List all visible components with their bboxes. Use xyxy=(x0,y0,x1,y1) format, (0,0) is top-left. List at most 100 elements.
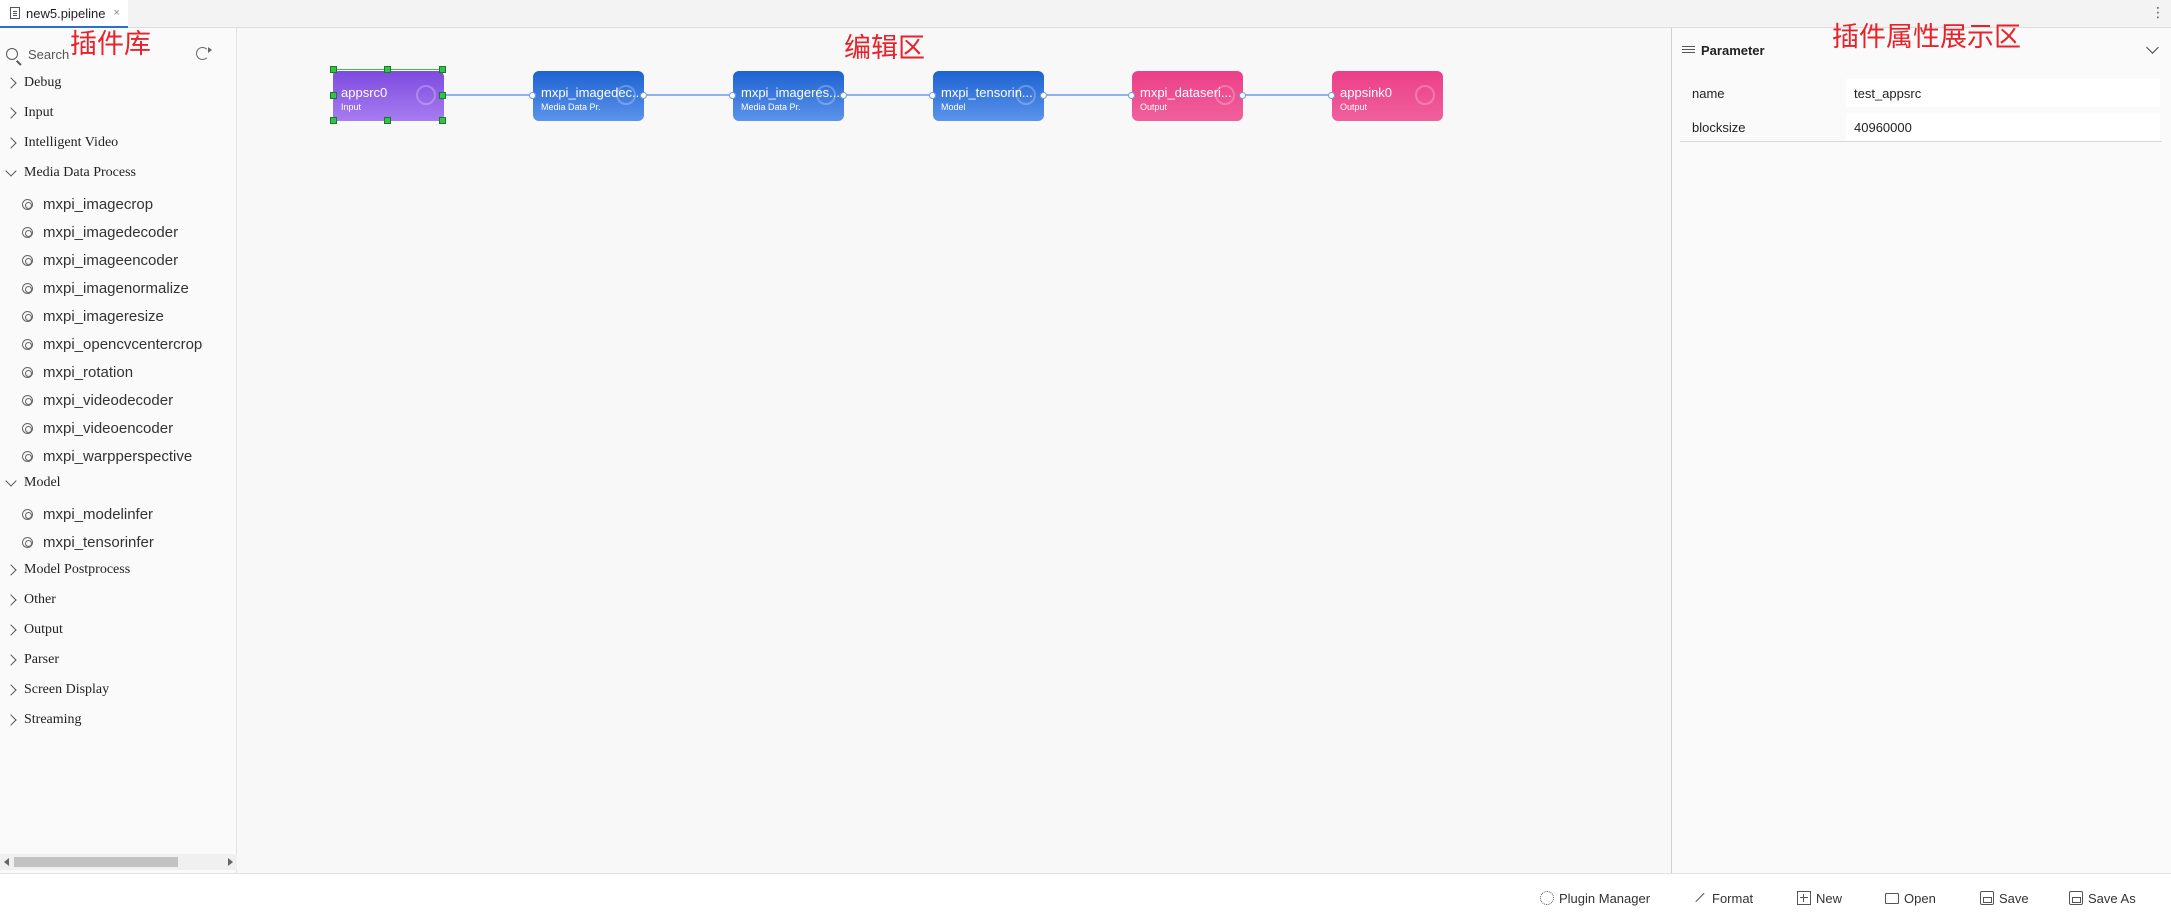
input-port[interactable] xyxy=(1128,92,1135,99)
pipeline-node[interactable]: appsrc0 Input xyxy=(333,71,444,121)
category-output[interactable]: Output xyxy=(0,617,63,643)
resize-handle[interactable] xyxy=(439,92,446,99)
pipeline-node[interactable]: mxpi_imageres... Media Data Pr... xyxy=(733,71,844,121)
output-port[interactable] xyxy=(640,92,647,99)
plugin-icon xyxy=(22,450,33,462)
resize-handle[interactable] xyxy=(439,117,446,124)
plugin-item[interactable]: mxpi_opencvcentercrop xyxy=(0,331,202,357)
plugin-item[interactable]: mxpi_imagenormalize xyxy=(0,275,189,301)
chevron-right-icon xyxy=(5,77,17,89)
search-box[interactable]: Search xyxy=(6,42,181,66)
plugin-icon xyxy=(22,536,33,548)
input-port[interactable] xyxy=(529,92,536,99)
node-type: Media Data Pr... xyxy=(541,102,601,112)
plugin-item[interactable]: mxpi_videoencoder xyxy=(0,415,173,441)
property-value-input[interactable]: test_appsrc xyxy=(1846,79,2160,107)
chevron-right-icon xyxy=(5,564,17,576)
open-button[interactable]: Open xyxy=(1885,888,1936,908)
category-parser[interactable]: Parser xyxy=(0,647,59,673)
format-button[interactable]: Format xyxy=(1693,888,1753,908)
plugin-item-label: mxpi_imagedecoder xyxy=(43,223,179,241)
chevron-down-icon xyxy=(5,165,17,177)
input-port[interactable] xyxy=(729,92,736,99)
parameter-header[interactable]: Parameter xyxy=(1682,38,1765,62)
resize-handle[interactable] xyxy=(330,92,337,99)
resize-handle[interactable] xyxy=(330,117,337,124)
chevron-right-icon xyxy=(5,714,17,726)
output-icon xyxy=(1215,85,1235,105)
category-debug[interactable]: Debug xyxy=(0,70,61,96)
category-other[interactable]: Other xyxy=(0,587,56,613)
property-row: name test_appsrc xyxy=(1680,77,2160,109)
plugin-item[interactable]: mxpi_videodecoder xyxy=(0,387,173,413)
camera-icon xyxy=(416,85,436,105)
resize-handle[interactable] xyxy=(384,117,391,124)
property-key: blocksize xyxy=(1692,119,1746,135)
resize-handle[interactable] xyxy=(439,66,446,73)
new-button[interactable]: New xyxy=(1797,888,1842,908)
plugin-manager-button[interactable]: Plugin Manager xyxy=(1540,888,1650,908)
plugin-item[interactable]: mxpi_tensorinfer xyxy=(0,529,154,555)
category-screen-display[interactable]: Screen Display xyxy=(0,677,109,703)
more-options-icon[interactable]: ⋮ xyxy=(2151,4,2165,20)
plugin-item[interactable]: mxpi_imagecrop xyxy=(0,191,153,217)
plugin-item[interactable]: mxpi_warpperspective xyxy=(0,443,192,469)
button-label: Format xyxy=(1712,890,1754,906)
category-intelligent-video[interactable]: Intelligent Video xyxy=(0,130,118,156)
plugin-item-label: mxpi_modelinfer xyxy=(43,505,154,523)
plugin-item[interactable]: mxpi_modelinfer xyxy=(0,501,153,527)
plugin-item[interactable]: mxpi_imageencoder xyxy=(0,247,178,273)
category-input[interactable]: Input xyxy=(0,100,54,126)
pipeline-node[interactable]: mxpi_dataseri... Output xyxy=(1132,71,1243,121)
category-label: Streaming xyxy=(24,712,82,727)
output-port[interactable] xyxy=(840,92,847,99)
chevron-right-icon xyxy=(5,137,17,149)
save-as-button[interactable]: Save As xyxy=(2069,888,2136,908)
save-button[interactable]: Save xyxy=(1980,888,2029,908)
category-model[interactable]: Model xyxy=(0,470,61,496)
pipeline-node[interactable]: mxpi_imagedec... Media Data Pr... xyxy=(533,71,644,121)
output-port[interactable] xyxy=(1040,92,1047,99)
resize-handle[interactable] xyxy=(384,66,391,73)
node-type: Output xyxy=(1140,102,1168,112)
category-label: Debug xyxy=(24,75,62,90)
refresh-icon[interactable] xyxy=(196,47,212,60)
category-label: Parser xyxy=(24,652,59,667)
plugin-icon xyxy=(22,310,33,322)
chevron-down-icon[interactable] xyxy=(2146,41,2159,54)
gear-icon xyxy=(1540,891,1554,905)
horizontal-scrollbar[interactable] xyxy=(0,854,237,870)
editor-canvas[interactable]: appsrc0 Input mxpi_imagedec... Media Dat… xyxy=(238,28,1671,873)
close-tab-icon[interactable]: × xyxy=(113,7,120,19)
node-name: appsink0 xyxy=(1340,85,1393,100)
scrollbar-thumb[interactable] xyxy=(14,857,178,867)
bottom-toolbar: Plugin Manager Format New Open Save Save… xyxy=(0,873,2171,919)
category-label: Model xyxy=(24,475,61,490)
input-port[interactable] xyxy=(929,92,936,99)
plugin-item[interactable]: mxpi_imageresize xyxy=(0,303,164,329)
category-model-postprocess[interactable]: Model Postprocess xyxy=(0,557,130,583)
search-input[interactable]: Search xyxy=(28,46,70,62)
pipeline-node[interactable]: mxpi_tensorin... Model xyxy=(933,71,1044,121)
button-label: Plugin Manager xyxy=(1559,890,1651,906)
category-streaming[interactable]: Streaming xyxy=(0,707,82,733)
category-media-data-process[interactable]: Media Data Process xyxy=(0,160,136,186)
pipeline-node[interactable]: appsink0 Output xyxy=(1332,71,1443,121)
scroll-left-icon[interactable] xyxy=(4,858,9,866)
connection-edge xyxy=(1043,94,1131,96)
tab-pipeline-file[interactable]: new5.pipeline × xyxy=(0,0,128,28)
scroll-right-icon[interactable] xyxy=(228,858,233,866)
plugin-icon xyxy=(816,85,836,105)
plugin-item[interactable]: mxpi_imagedecoder xyxy=(0,219,178,245)
input-port[interactable] xyxy=(1328,92,1335,99)
output-port[interactable] xyxy=(1239,92,1246,99)
plugin-item[interactable]: mxpi_rotation xyxy=(0,359,133,385)
plugin-item-label: mxpi_rotation xyxy=(43,363,134,381)
plugin-item-label: mxpi_imageencoder xyxy=(43,251,179,269)
resize-handle[interactable] xyxy=(330,66,337,73)
plugin-icon xyxy=(22,226,33,238)
node-name: mxpi_dataseri... xyxy=(1140,85,1232,100)
tab-bar: new5.pipeline × ⋮ xyxy=(0,0,2171,28)
folder-icon xyxy=(1885,892,1899,904)
property-value-input[interactable]: 40960000 xyxy=(1846,113,2160,141)
